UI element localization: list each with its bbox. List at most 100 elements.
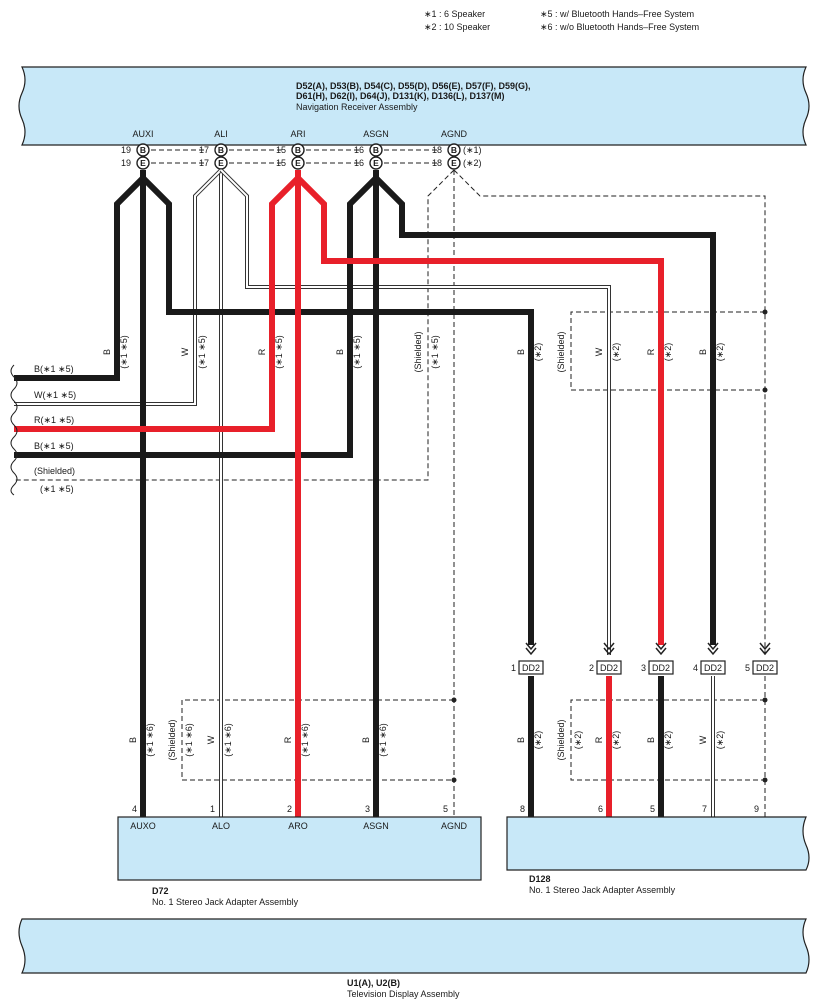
d128-body bbox=[506, 816, 810, 871]
svg-text:E: E bbox=[373, 158, 379, 168]
note-2: ∗2 : 10 Speaker bbox=[424, 22, 490, 32]
svg-text:W: W bbox=[206, 735, 216, 744]
svg-text:R: R bbox=[594, 736, 604, 743]
d72-code: D72 bbox=[152, 886, 169, 896]
connector-circle-agnd-b: B bbox=[447, 143, 461, 157]
svg-text:(Shielded): (Shielded) bbox=[167, 719, 177, 760]
svg-text:(∗1 ∗6): (∗1 ∗6) bbox=[378, 723, 388, 757]
left-label-note: (∗1 ∗5) bbox=[40, 484, 74, 494]
note-6: ∗6 : w/o Bluetooth Hands–Free System bbox=[540, 22, 699, 32]
pin-auxi-e: 19 bbox=[121, 158, 131, 168]
nav-receiver-name: Navigation Receiver Assembly bbox=[296, 102, 418, 112]
upper-label-8: R (∗2) bbox=[646, 343, 673, 362]
d72-term-aro: ARO bbox=[288, 821, 308, 831]
terminal-agnd: AGND bbox=[441, 129, 468, 139]
television-name: Television Display Assembly bbox=[347, 989, 460, 999]
svg-text:R: R bbox=[646, 348, 656, 355]
d128-code: D128 bbox=[529, 874, 551, 884]
svg-text:(∗2): (∗2) bbox=[611, 343, 621, 362]
svg-text:W: W bbox=[180, 347, 190, 356]
lower-right-label-2: R(∗2) bbox=[594, 731, 621, 750]
lower-right-label-4: W (∗2) bbox=[698, 731, 725, 750]
television-code: U1(A), U2(B) bbox=[347, 978, 400, 988]
connector-circle-ali-e: E bbox=[214, 156, 228, 170]
d72-pin-1: 1 bbox=[210, 804, 215, 814]
terminal-ali: ALI bbox=[214, 129, 228, 139]
svg-text:5: 5 bbox=[745, 663, 750, 673]
svg-text:W: W bbox=[594, 347, 604, 356]
svg-text:E: E bbox=[295, 158, 301, 168]
svg-text:DD2: DD2 bbox=[600, 663, 618, 673]
svg-text:R: R bbox=[283, 736, 293, 743]
svg-text:(∗2): (∗2) bbox=[715, 343, 725, 362]
connector-circle-asgn-e: E bbox=[369, 156, 383, 170]
left-label-r: R(∗1 ∗5) bbox=[34, 415, 74, 425]
d128-pin-7: 7 bbox=[702, 804, 707, 814]
svg-text:R: R bbox=[257, 348, 267, 355]
svg-text:B: B bbox=[451, 145, 457, 155]
svg-text:B: B bbox=[373, 145, 379, 155]
black-wires bbox=[14, 170, 716, 817]
svg-text:B: B bbox=[128, 737, 138, 743]
lower-right-label-3: B (∗2) bbox=[646, 731, 673, 750]
svg-text:(∗1 ∗6): (∗1 ∗6) bbox=[300, 723, 310, 757]
d72-pin-2: 2 bbox=[287, 804, 292, 814]
svg-text:W: W bbox=[698, 735, 708, 744]
lower-left-label-4: B(∗1 ∗6) bbox=[361, 723, 388, 757]
svg-text:(∗1 ∗6): (∗1 ∗6) bbox=[184, 723, 194, 757]
svg-text:DD2: DD2 bbox=[652, 663, 670, 673]
lower-left-label-0: B (∗1 ∗6) bbox=[128, 723, 155, 757]
svg-text:DD2: DD2 bbox=[704, 663, 722, 673]
connector-circle-ari-e: E bbox=[291, 156, 305, 170]
upper-label-shielded-dd2: (Shielded) bbox=[556, 331, 566, 372]
note-5: ∗5 : w/ Bluetooth Hands–Free System bbox=[540, 9, 694, 19]
white-wires bbox=[14, 168, 715, 817]
d128-pin-5: 5 bbox=[650, 804, 655, 814]
left-label-w: W(∗1 ∗5) bbox=[34, 390, 76, 400]
svg-text:B: B bbox=[335, 349, 345, 355]
svg-text:E: E bbox=[218, 158, 224, 168]
vertical-wire-labels: B(∗1 ∗5)W(∗1 ∗5)R(∗1 ∗5)B(∗1 ∗5)(Shielde… bbox=[102, 331, 725, 760]
pin-auxi-b: 19 bbox=[121, 145, 131, 155]
note-1: ∗1 : 6 Speaker bbox=[424, 9, 485, 19]
upper-label-0: B (∗1 ∗5) bbox=[102, 335, 129, 369]
svg-text:(∗2): (∗2) bbox=[533, 343, 543, 362]
upper-label-5: B(∗2) bbox=[516, 343, 543, 362]
shielded-lines bbox=[14, 169, 768, 817]
svg-text:B: B bbox=[646, 737, 656, 743]
svg-text:(Shielded): (Shielded) bbox=[556, 719, 566, 760]
notes-legend: ∗1 : 6 Speaker ∗2 : 10 Speaker ∗5 : w/ B… bbox=[424, 9, 699, 32]
d72-term-agnd: AGND bbox=[441, 821, 468, 831]
d128-name: No. 1 Stereo Jack Adapter Assembly bbox=[529, 885, 676, 895]
lower-right-label-1: (Shielded)(∗2) bbox=[556, 719, 583, 760]
left-break-marks bbox=[10, 364, 18, 496]
upper-label-9: B (∗2) bbox=[698, 343, 725, 362]
upper-label-7: W (∗2) bbox=[594, 343, 621, 362]
svg-text:(∗1 ∗6): (∗1 ∗6) bbox=[145, 723, 155, 757]
svg-text:(∗1 ∗5): (∗1 ∗5) bbox=[274, 335, 284, 369]
d72-term-alo: ALO bbox=[212, 821, 230, 831]
d128-pin-8: 8 bbox=[520, 804, 525, 814]
connector-circle-ali-b: B bbox=[214, 143, 228, 157]
svg-text:B: B bbox=[698, 349, 708, 355]
svg-text:(∗2): (∗2) bbox=[663, 343, 673, 362]
svg-text:(∗1 ∗5): (∗1 ∗5) bbox=[352, 335, 362, 369]
d128-pin-6: 6 bbox=[598, 804, 603, 814]
svg-text:(∗1 ∗5): (∗1 ∗5) bbox=[119, 335, 129, 369]
terminal-ari: ARI bbox=[290, 129, 305, 139]
d72-name: No. 1 Stereo Jack Adapter Assembly bbox=[152, 897, 299, 907]
svg-text:(∗2): (∗2) bbox=[715, 731, 725, 750]
svg-text:B: B bbox=[516, 737, 526, 743]
svg-text:3: 3 bbox=[641, 663, 646, 673]
svg-text:B: B bbox=[102, 349, 112, 355]
svg-text:(Shielded): (Shielded) bbox=[556, 331, 566, 372]
svg-text:(∗2): (∗2) bbox=[663, 731, 673, 750]
terminal-auxi: AUXI bbox=[132, 129, 153, 139]
svg-text:(Shielded): (Shielded) bbox=[413, 331, 423, 372]
svg-text:(∗2): (∗2) bbox=[533, 731, 543, 750]
d72-pin-5: 5 bbox=[443, 804, 448, 814]
svg-text:DD2: DD2 bbox=[522, 663, 540, 673]
